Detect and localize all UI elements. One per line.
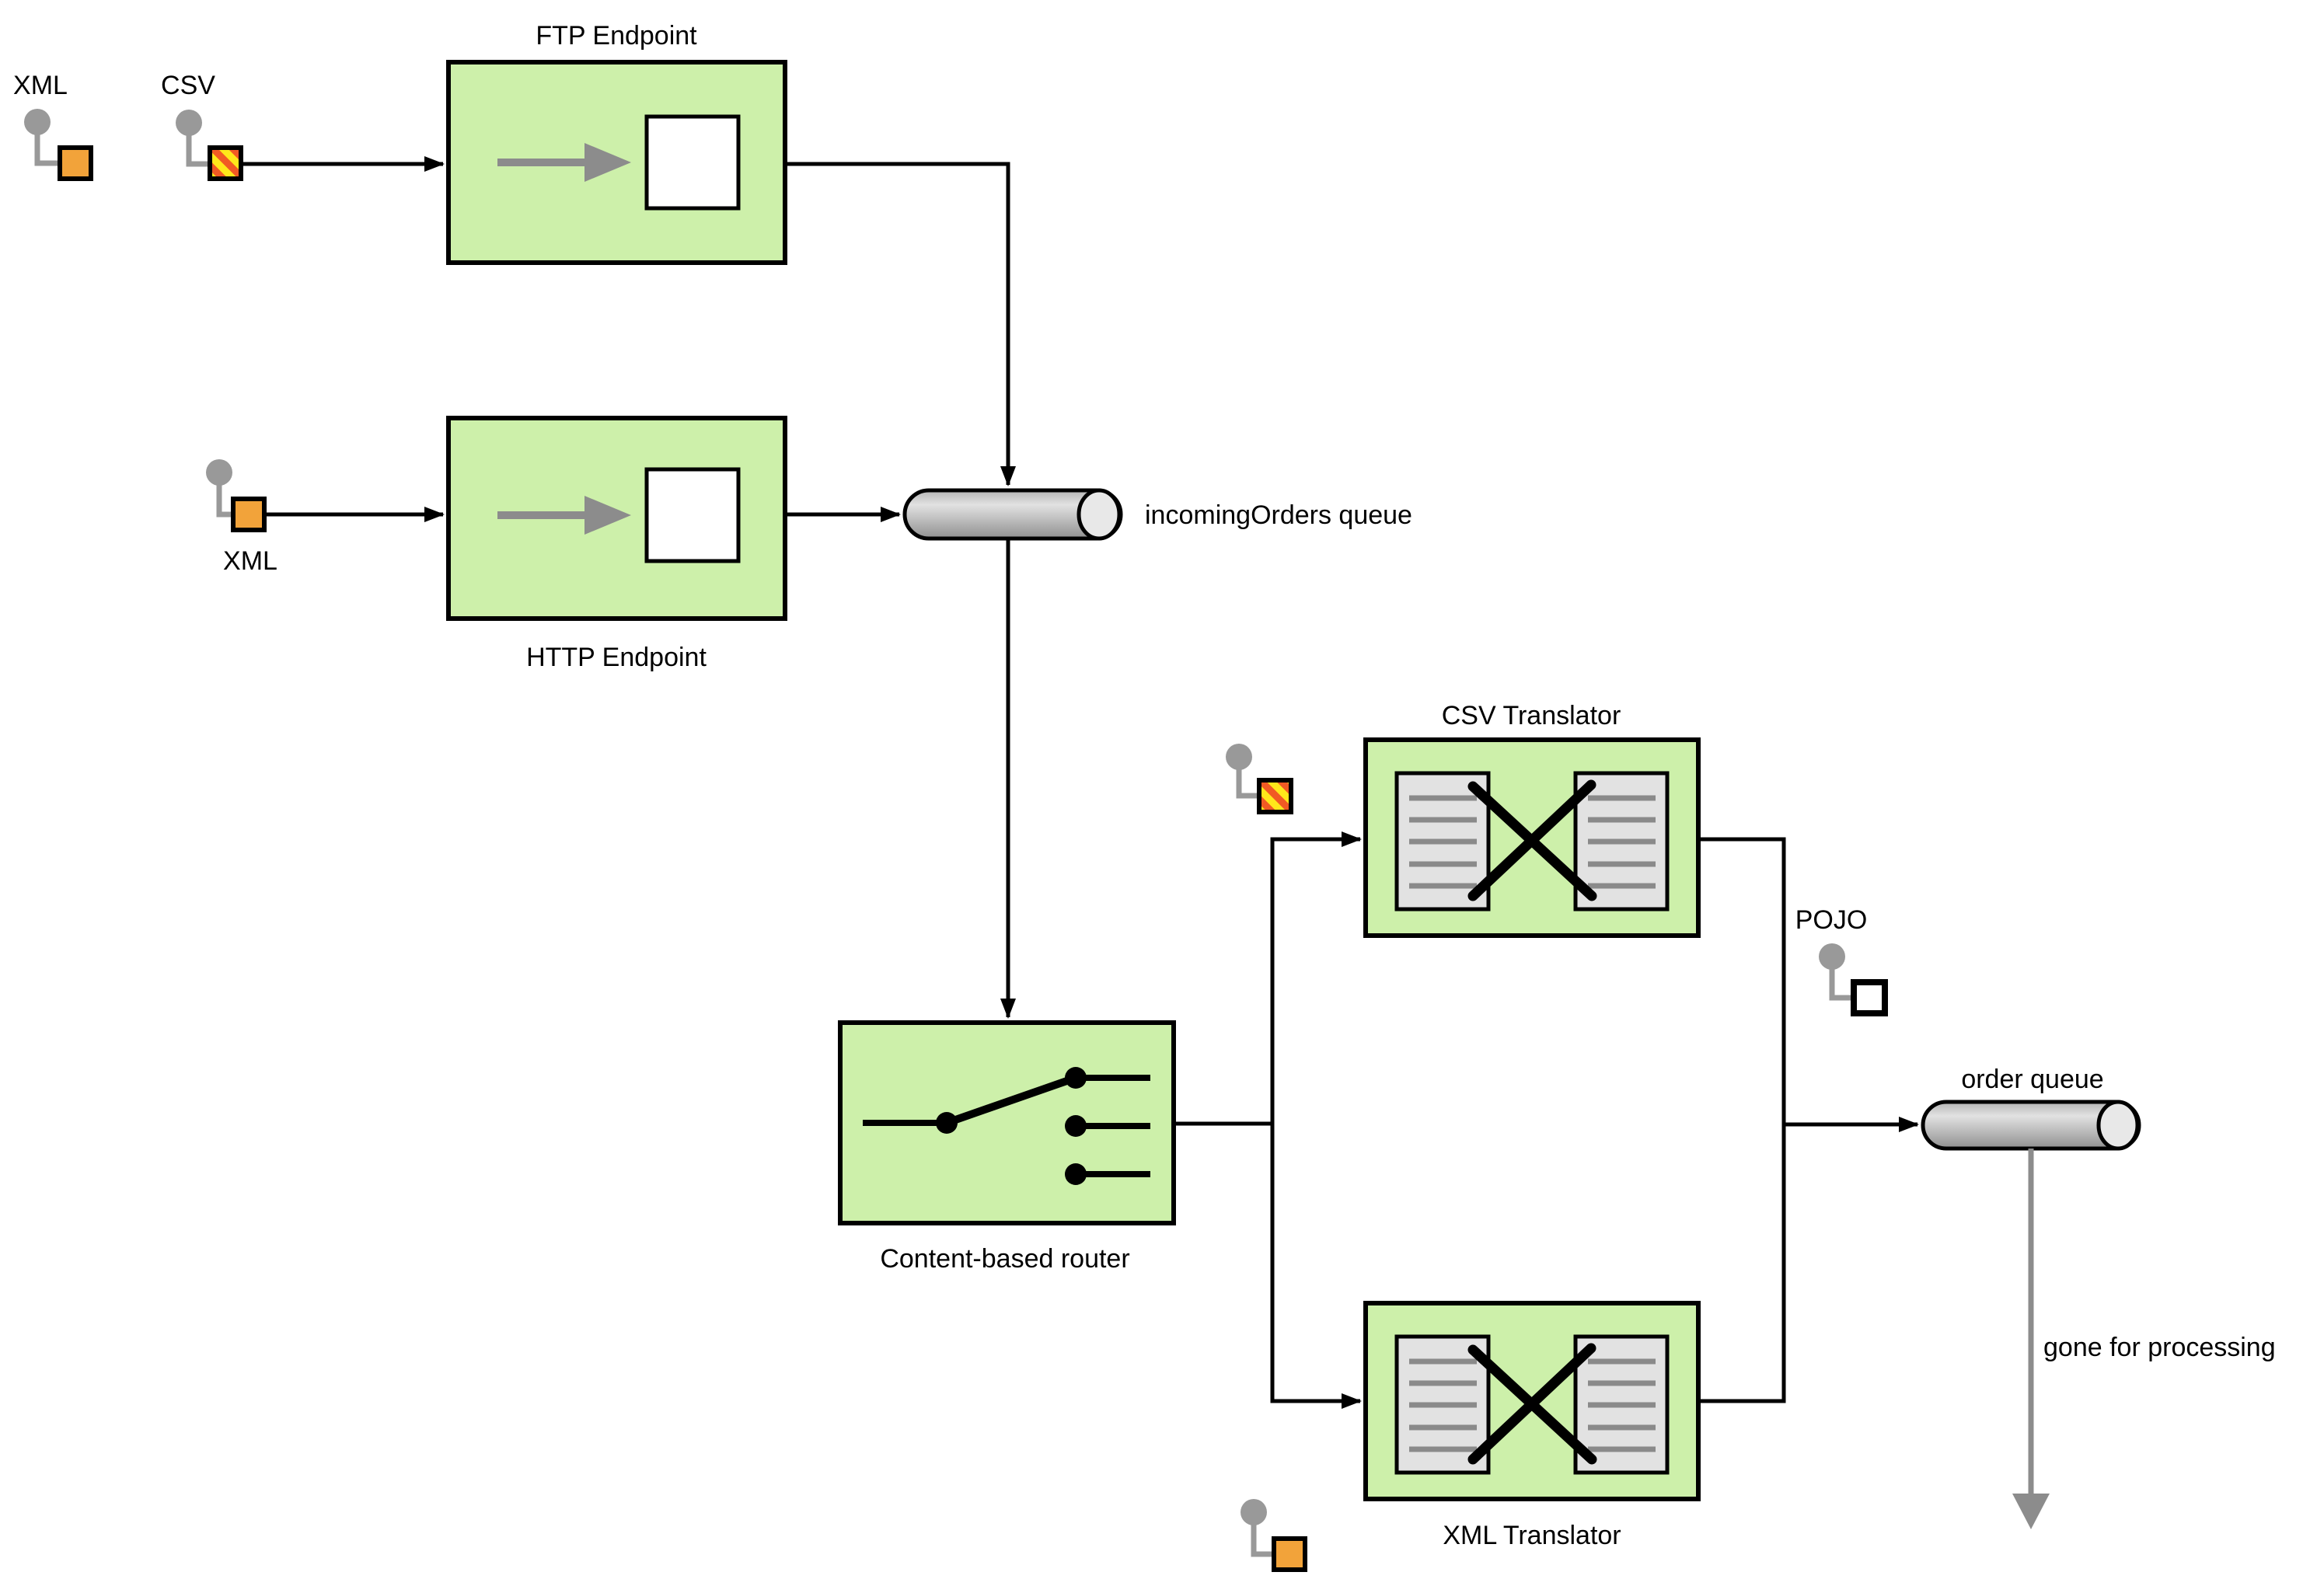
gone-for-processing-label: gone for processing — [2043, 1333, 2276, 1362]
connector-ftp-to-incoming-queue — [785, 162, 1016, 486]
message-connector-icon — [1251, 1522, 1272, 1557]
incoming-orders-queue-node — [902, 488, 1123, 541]
endpoint-channel-square-icon — [644, 114, 741, 211]
crossed-documents-translator-icon — [1394, 1334, 1670, 1475]
message-dot-icon — [24, 109, 51, 135]
message-dot-icon — [1819, 943, 1845, 970]
message-dot-icon — [176, 110, 202, 136]
http-endpoint-node — [446, 416, 787, 621]
csv-message-label: CSV — [161, 71, 215, 100]
connector-router-to-xml-translator — [1270, 1124, 1362, 1409]
xml-message-label: XML — [13, 71, 68, 100]
csv-translator-label: CSV Translator — [1442, 701, 1621, 730]
xml-message-square-icon — [231, 497, 267, 532]
content-based-router-node — [838, 1020, 1176, 1225]
xml-message-icon-translator — [1241, 1499, 1307, 1572]
switch-router-icon — [863, 1067, 1150, 1185]
connector-translators-merge — [1698, 837, 1786, 1403]
crossed-documents-translator-icon — [1394, 771, 1670, 912]
xml-message-square-icon — [58, 145, 93, 181]
message-connector-icon — [1236, 767, 1258, 799]
xml-translator-node — [1363, 1301, 1701, 1501]
csv-message-icon-top — [176, 110, 243, 181]
ftp-endpoint-node — [446, 60, 787, 265]
order-queue-node — [1921, 1100, 2141, 1529]
connector-router-to-csv-translator — [1175, 831, 1362, 1126]
message-connector-icon — [216, 483, 232, 518]
http-endpoint-label: HTTP Endpoint — [526, 643, 707, 672]
endpoint-arrowhead-icon — [584, 143, 631, 182]
message-connector-icon — [186, 133, 208, 167]
csv-translator-node — [1363, 737, 1701, 938]
xml-message-icon-top — [24, 109, 93, 181]
endpoint-channel-square-icon — [644, 467, 741, 563]
csv-message-square-icon — [208, 145, 243, 181]
csv-message-icon-translator — [1226, 744, 1293, 814]
xml-translator-label: XML Translator — [1443, 1521, 1621, 1550]
message-dot-icon — [206, 459, 232, 486]
connectors — [241, 156, 1919, 1409]
message-connector-icon — [1829, 967, 1852, 1001]
csv-message-square-icon — [1257, 778, 1293, 814]
gone-for-processing-arrowhead-icon — [2012, 1494, 2050, 1529]
endpoint-arrowhead-icon — [584, 496, 631, 535]
queue-cylinder-cap-icon — [2096, 1100, 2140, 1151]
message-dot-icon — [1226, 744, 1252, 770]
xml-http-message-label: XML — [223, 546, 277, 576]
message-dot-icon — [1241, 1499, 1267, 1525]
message-connector-icon — [34, 132, 58, 166]
content-based-router-label: Content-based router — [880, 1244, 1129, 1274]
xml-message-square-icon — [1272, 1536, 1307, 1572]
pojo-message-label: POJO — [1795, 905, 1868, 935]
xml-message-icon-http — [206, 459, 267, 532]
order-queue-label: order queue — [1961, 1065, 2103, 1094]
pojo-message-square-icon — [1851, 979, 1888, 1016]
ftp-endpoint-label: FTP Endpoint — [536, 21, 697, 51]
pojo-message-icon — [1819, 943, 1888, 1016]
queue-cylinder-cap-icon — [1077, 488, 1122, 541]
incoming-orders-queue-label: incomingOrders queue — [1145, 500, 1412, 530]
